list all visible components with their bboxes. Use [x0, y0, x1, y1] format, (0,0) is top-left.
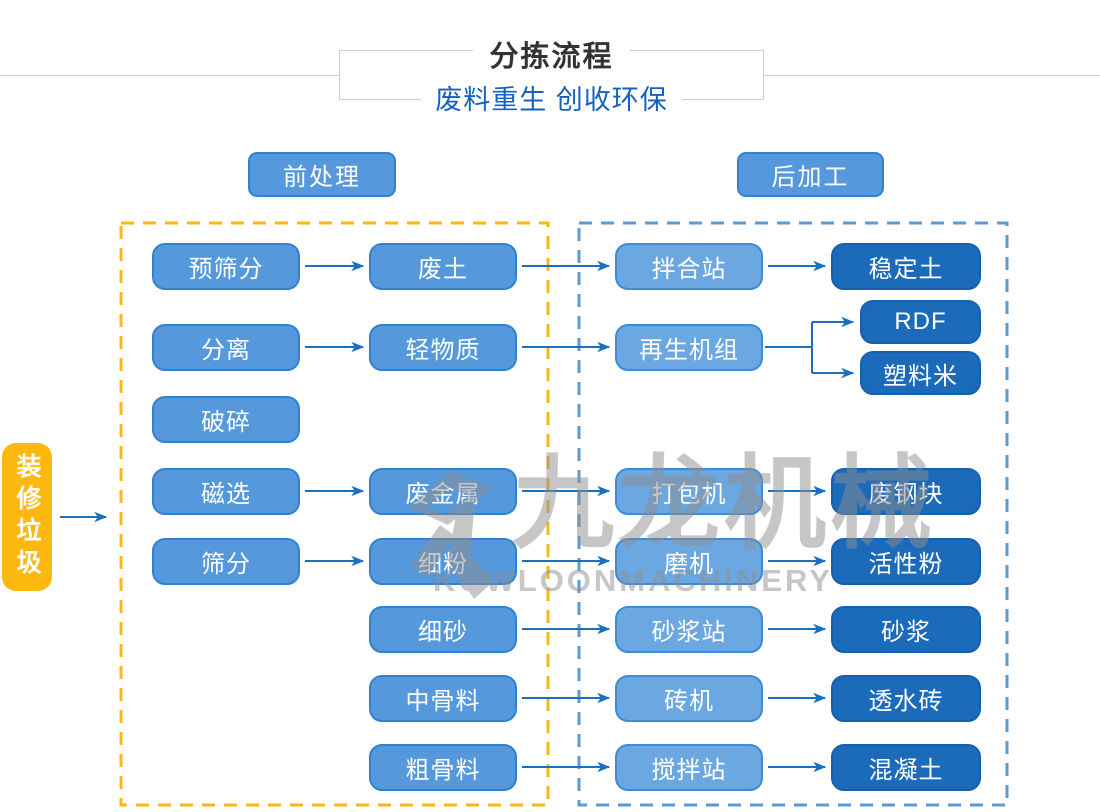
- flow-node-粗骨料: 粗骨料: [369, 743, 517, 791]
- flow-node-中骨料: 中骨料: [369, 674, 517, 722]
- flow-node-透水砖: 透水砖: [831, 674, 981, 722]
- flow-node-砂浆: 砂浆: [831, 605, 981, 653]
- flow-node-混凝土: 混凝土: [831, 743, 981, 791]
- flow-node-筛分: 筛分: [152, 537, 300, 585]
- flow-node-破碎: 破碎: [152, 395, 300, 443]
- flow-node-磨机: 磨机: [615, 537, 763, 585]
- flow-node-废金属: 废金属: [369, 467, 517, 515]
- page-subtitle: 废料重生 创收环保: [339, 84, 764, 116]
- source-label: 装修垃圾: [13, 453, 41, 581]
- postprocessing-zone-dashed-border: [577, 221, 1009, 807]
- flow-node-活性粉: 活性粉: [831, 537, 981, 585]
- flow-node-废钢块: 废钢块: [831, 467, 981, 515]
- flow-node-搅拌站: 搅拌站: [615, 743, 763, 791]
- flow-node-分离: 分离: [152, 323, 300, 371]
- source-box-decoration-waste: 装修垃圾: [2, 443, 52, 591]
- page-subtitle-text: 废料重生 创收环保: [421, 84, 682, 116]
- stage-label-postprocessing: 后加工: [737, 152, 884, 197]
- flow-node-塑料米: 塑料米: [860, 351, 981, 395]
- flow-node-磁选: 磁选: [152, 467, 300, 515]
- stage-label-preprocessing: 前处理: [248, 152, 396, 197]
- flow-node-砂浆站: 砂浆站: [615, 605, 763, 653]
- flow-node-轻物质: 轻物质: [369, 323, 517, 371]
- flow-node-废土: 废土: [369, 242, 517, 290]
- flow-node-RDF: RDF: [860, 300, 981, 344]
- flow-node-预筛分: 预筛分: [152, 242, 300, 290]
- flow-node-细砂: 细砂: [369, 605, 517, 653]
- flow-node-砖机: 砖机: [615, 674, 763, 722]
- flow-node-细粉: 细粉: [369, 537, 517, 585]
- stage-label-pre-text: 前处理: [283, 164, 361, 191]
- stage-label-post-text: 后加工: [771, 164, 850, 191]
- page-title-text: 分拣流程: [473, 40, 630, 74]
- flow-node-拌合站: 拌合站: [615, 242, 763, 290]
- page-title: 分拣流程: [339, 40, 764, 74]
- flow-arrows: [60, 260, 855, 773]
- preprocessing-zone-dashed-border: [119, 221, 550, 807]
- flow-node-打包机: 打包机: [615, 467, 763, 515]
- flow-node-稳定土: 稳定土: [831, 242, 981, 290]
- flow-node-再生机组: 再生机组: [615, 323, 763, 371]
